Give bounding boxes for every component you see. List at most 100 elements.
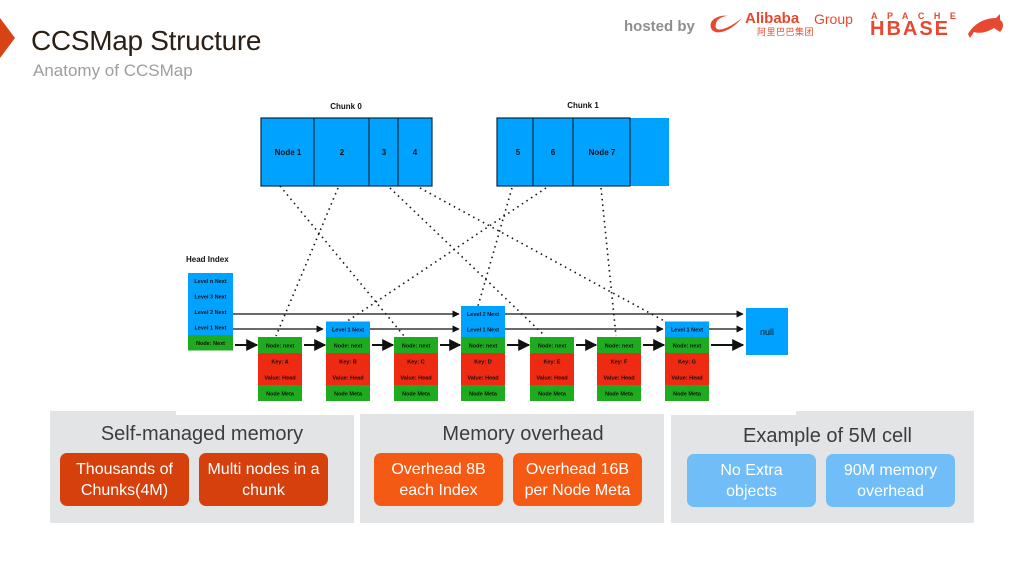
pill-line: Thousands of [76, 460, 173, 478]
card-title: Example of 5M cell [743, 425, 912, 447]
apache-label: APACHE [871, 11, 966, 21]
node-cell [597, 353, 641, 369]
node-cell [394, 369, 438, 385]
node-meta-label: Node Meta [266, 392, 295, 398]
node-cell [326, 337, 370, 353]
node-level-cell [461, 321, 505, 337]
node-cell [394, 353, 438, 369]
chunk-cell: 5 [516, 148, 521, 157]
node-key-label: Key: C [407, 360, 424, 366]
chunk-cell: Node 1 [275, 148, 302, 157]
diagram-overlap-mask [176, 405, 354, 415]
node-cell [394, 337, 438, 353]
head-index-cell [188, 288, 233, 304]
node-cell [665, 353, 709, 369]
node-key-label: Key: A [271, 360, 288, 366]
chunk-0-label: Chunk 0 [330, 102, 362, 111]
pill-line: Chunks(4M) [80, 481, 169, 499]
node-cell [461, 385, 505, 401]
card-title: Self-managed memory [100, 423, 304, 445]
node-value-label: Value: Head [536, 376, 567, 382]
node-meta-label: Node Meta [469, 392, 498, 398]
chunk-cell: Node 7 [589, 148, 616, 157]
node-next-label: Node: next [402, 344, 431, 350]
node-meta-label: Node Meta [402, 392, 431, 398]
node-meta-label: Node Meta [673, 392, 702, 398]
node-cell [394, 385, 438, 401]
node-next-label: Node: next [605, 344, 634, 350]
head-index-row-label: Level 3 Next [194, 295, 226, 301]
alibaba-group: Group [814, 11, 853, 27]
node-cell [597, 337, 641, 353]
node-cell [530, 337, 574, 353]
pill-line: Overhead 16B [525, 460, 630, 478]
page-title: CCSMap Structure [31, 25, 262, 56]
node-meta-label: Node Meta [538, 392, 567, 398]
node-value-label: Value: Head [264, 376, 295, 382]
hbase-orca-icon [968, 14, 1003, 38]
head-index-row-label: Level n Next [194, 279, 227, 285]
node-cell [597, 369, 641, 385]
card-self-managed-memory: Self-managed memory Thousands of Chunks(4… [50, 411, 354, 523]
pill-thousands-of-chunks: Thousands of Chunks(4M) [60, 453, 189, 506]
card-memory-overhead: Memory overhead Overhead 8B each Index Ov… [360, 414, 664, 523]
head-index-cell [188, 319, 233, 335]
node-key-label: Key: E [543, 360, 560, 366]
pill-line: each Index [399, 481, 478, 499]
node-cell [597, 385, 641, 401]
node-cell [665, 337, 709, 353]
diagram-overlap-mask [671, 405, 796, 415]
head-index-row-label: Level 2 Next [194, 310, 226, 316]
node-next-label: Node: next [469, 344, 498, 350]
node-meta-label: Node Meta [605, 392, 634, 398]
hbase-logo-text: HBASE [870, 18, 951, 40]
chunk-pointer-lines [275, 185, 669, 337]
node-cell [326, 385, 370, 401]
node-value-label: Value: Head [671, 376, 702, 382]
alibaba-chinese-name: 阿里巴巴集团 [757, 27, 815, 37]
pill-overhead-index: Overhead 8B each Index [374, 453, 503, 506]
node-level-cell [665, 321, 709, 337]
node-value-label: Value: Head [467, 376, 498, 382]
node-value-label: Value: Head [332, 376, 363, 382]
pill-line: Overhead 8B [391, 460, 486, 478]
node-key-label: Key: F [611, 360, 628, 366]
null-label: null [760, 327, 774, 337]
head-index-cell [188, 335, 233, 351]
hosted-by-label: hosted by [624, 18, 695, 35]
head-index-row-label: Node: Next [196, 341, 225, 347]
node-cell [665, 369, 709, 385]
node-cell [258, 337, 302, 353]
node-next-label: Node: next [266, 344, 295, 350]
head-index-label: Head Index [186, 255, 229, 264]
pill-line: 90M memory [843, 461, 938, 479]
pill-line: Multi nodes in a [207, 460, 320, 478]
node-cell [258, 385, 302, 401]
pill-line: No Extra [720, 461, 783, 479]
chunk-1: 5 6 Node 7 [496, 117, 669, 187]
section-marker-icon [0, 18, 15, 58]
head-index-cell [188, 273, 233, 289]
node-cell [461, 337, 505, 353]
node-cell [326, 369, 370, 385]
node-next-label: Node: next [673, 344, 702, 350]
node-level-label: Level 1 Next [467, 328, 499, 334]
node-key-label: Key: G [678, 360, 696, 366]
node-cell [258, 353, 302, 369]
card-title: Memory overhead [442, 423, 604, 445]
node-cell [326, 353, 370, 369]
node-cell [461, 369, 505, 385]
chunk-cell: 2 [340, 148, 345, 157]
alibaba-name: Alibaba [745, 10, 800, 27]
chunk-cell: 6 [551, 148, 556, 157]
